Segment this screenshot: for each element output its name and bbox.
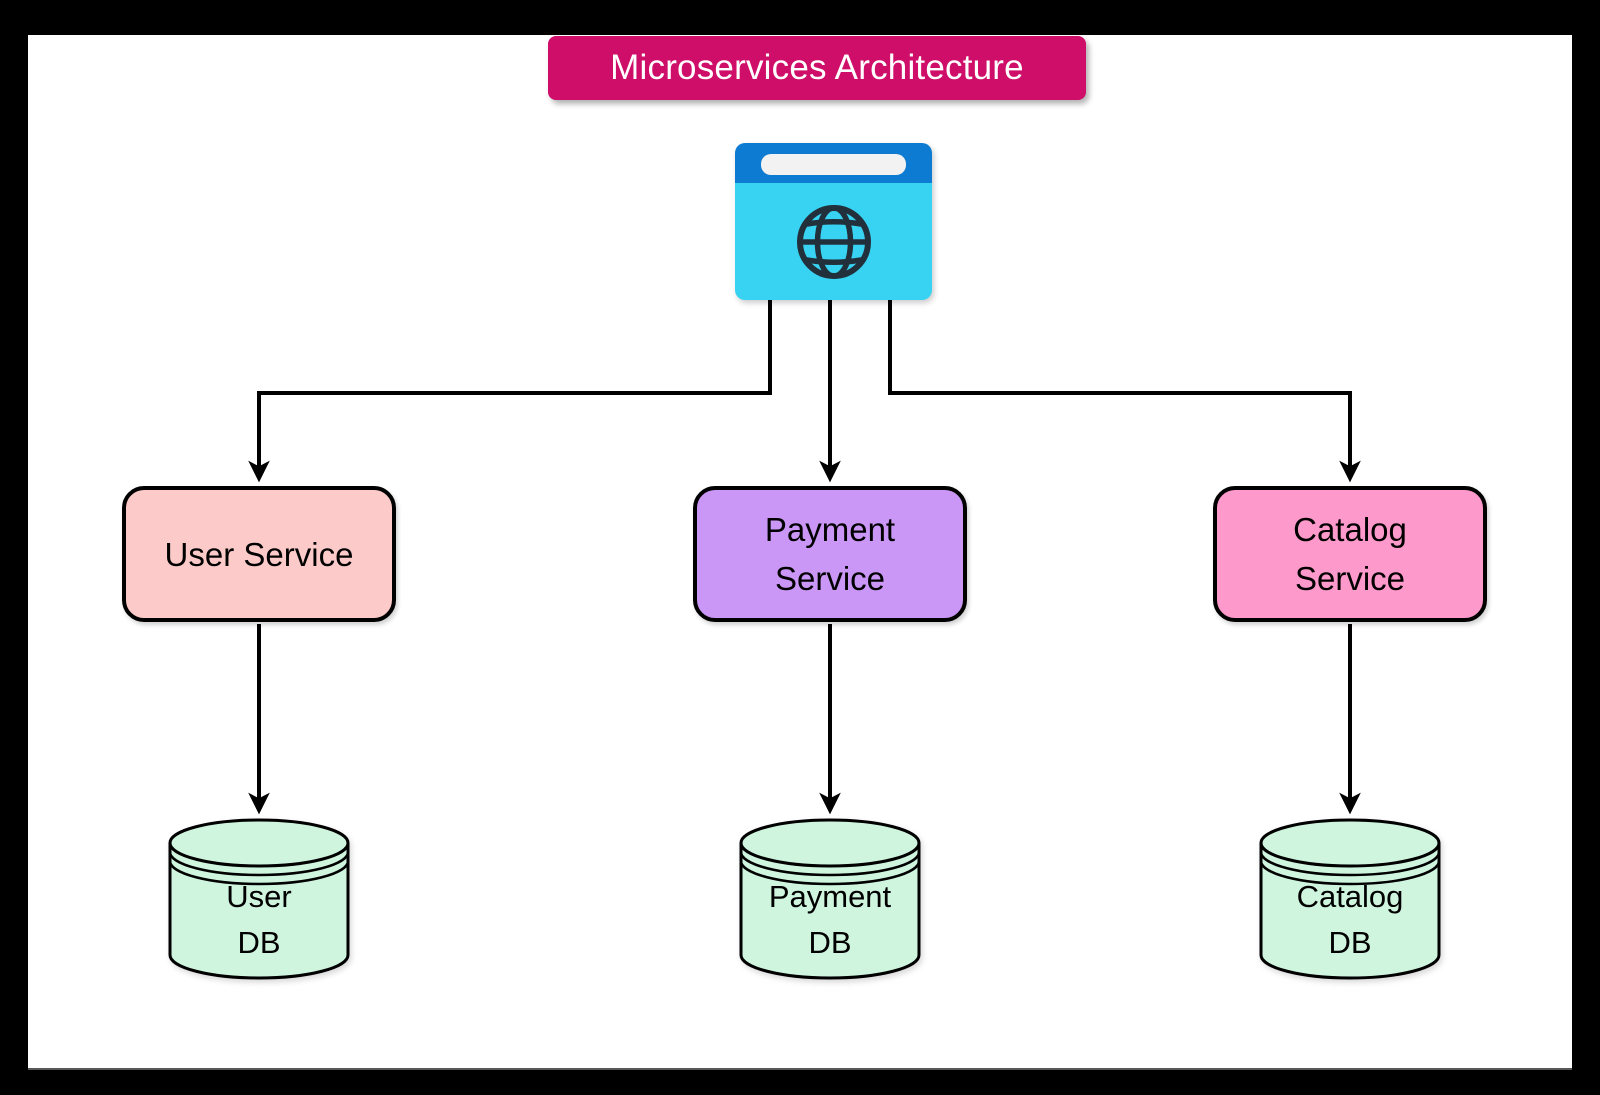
node-catalog-service: Catalog Service [1213, 486, 1487, 622]
database-cylinder-icon [739, 818, 921, 980]
node-catalog-db: Catalog DB [1258, 817, 1442, 981]
globe-icon [796, 204, 871, 279]
database-cylinder-icon [1259, 818, 1441, 980]
node-user-db: User DB [167, 817, 351, 981]
diagram-title: Microservices Architecture [548, 36, 1086, 100]
user-service-label: User Service [164, 535, 354, 573]
payment-service-label: Payment [764, 511, 896, 548]
user-db-label: User DB [226, 879, 292, 960]
node-user-service: User Service [122, 486, 396, 622]
database-cylinder-icon [168, 818, 350, 980]
browser-addressbar [761, 154, 906, 175]
catalog-service-label: Catalog [1293, 511, 1407, 548]
node-payment-service: Payment Service [693, 486, 967, 622]
web-client-node [735, 143, 932, 300]
catalog-db-label: Catalog DB [1296, 879, 1404, 960]
payment-db-label: Payment DB [768, 879, 892, 960]
browser-body [735, 183, 932, 300]
node-payment-db: Payment DB [738, 817, 922, 981]
browser-titlebar [735, 143, 932, 183]
